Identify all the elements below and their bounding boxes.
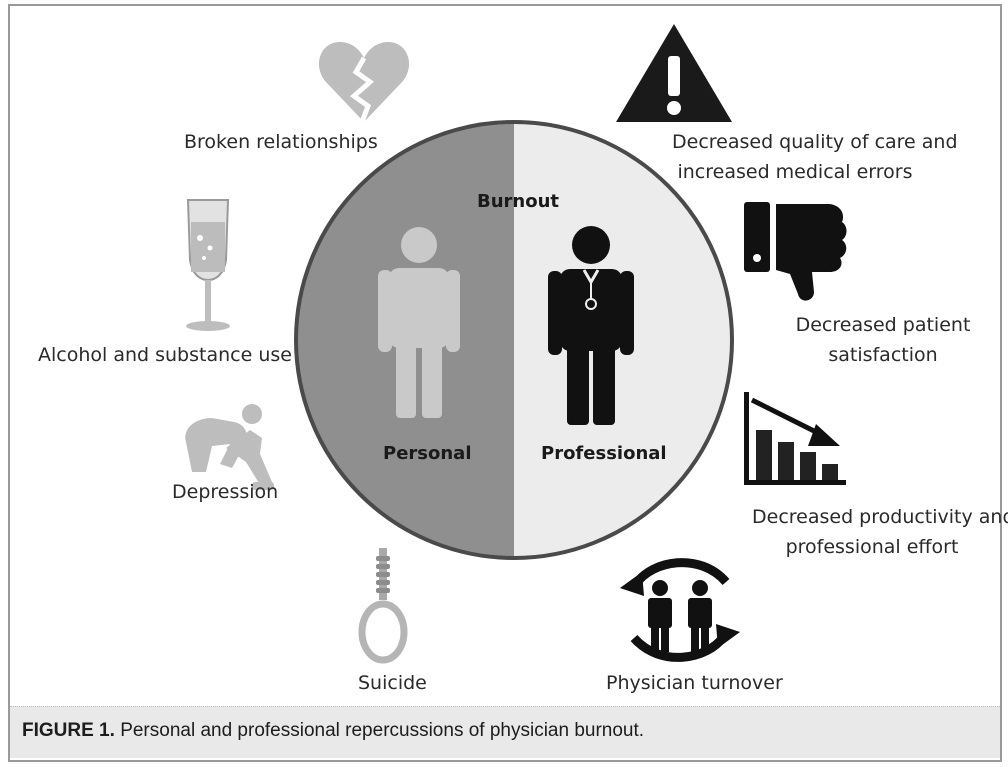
caption-bar: FIGURE 1. Personal and professional repe… (10, 706, 1000, 758)
professional-label: Professional (541, 443, 667, 464)
depression-label: Depression (172, 481, 279, 503)
personal-label: Personal (383, 443, 472, 464)
turnover-label: Physician turnover (606, 672, 783, 694)
depressed-person-icon (185, 404, 274, 490)
wine-glass-icon (186, 199, 230, 331)
figure-caption: FIGURE 1. Personal and professional repe… (22, 720, 644, 742)
productivity-label: Decreased productivity and professional … (752, 502, 1008, 562)
satisfaction-label-line1: Decreased patient (795, 314, 971, 336)
broken-heart-icon (318, 42, 410, 123)
alcohol-label: Alcohol and substance use (38, 344, 292, 366)
quality-label-line2: increased medical errors (677, 161, 913, 183)
figure-number: FIGURE 1. (22, 720, 115, 741)
noose-icon (358, 548, 408, 664)
productivity-label-line2: professional effort (785, 536, 959, 558)
professional-doctor-icon (548, 226, 634, 425)
declining-bar-chart-icon (744, 392, 846, 485)
suicide-label: Suicide (358, 672, 427, 694)
burnout-circle (294, 120, 734, 560)
satisfaction-label-line2: satisfaction (828, 344, 938, 366)
quality-label: Decreased quality of care and increased … (672, 127, 958, 187)
quality-label-line1: Decreased quality of care and (672, 131, 958, 153)
satisfaction-label: Decreased patient satisfaction (786, 310, 980, 370)
warning-triangle-icon (616, 24, 732, 122)
caption-text: Personal and professional repercussions … (120, 720, 645, 741)
productivity-label-line1: Decreased productivity and (752, 506, 1008, 528)
broken-relationships-label: Broken relationships (184, 131, 378, 153)
burnout-label: Burnout (477, 191, 560, 212)
turnover-cycle-icon (620, 558, 740, 662)
personal-person-icon (378, 227, 460, 418)
thumbs-down-icon (744, 202, 847, 301)
